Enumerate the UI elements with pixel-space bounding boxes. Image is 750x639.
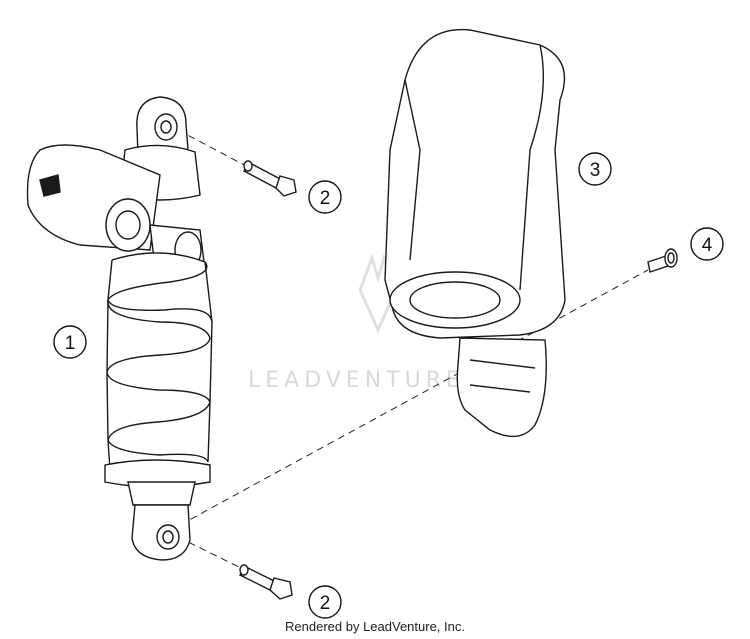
- callout-2-top-label: 2: [320, 188, 331, 209]
- coil-spring: [106, 252, 213, 471]
- callout-1-label: 1: [65, 333, 76, 354]
- screw-top[interactable]: [243, 160, 297, 197]
- mud-flap[interactable]: [384, 28, 566, 438]
- callout-2-top[interactable]: 2: [308, 180, 342, 214]
- mud-flap-inner: [404, 44, 545, 291]
- alignment-line-top-screw: [177, 129, 251, 169]
- shock-absorber[interactable]: [26, 96, 213, 561]
- callout-2-bottom-label: 2: [320, 593, 331, 614]
- callout-4-label: 4: [702, 235, 713, 256]
- callout-3[interactable]: 3: [578, 152, 612, 186]
- watermark-text: LEADVENTURE: [248, 368, 465, 393]
- footer-credit: Rendered by LeadVenture, Inc.: [285, 619, 465, 634]
- callout-2-bottom[interactable]: 2: [308, 585, 342, 619]
- alignment-line-bolt: [179, 269, 649, 526]
- bolt[interactable]: [647, 248, 678, 273]
- callout-1[interactable]: 1: [53, 325, 87, 359]
- mud-flap-back: [384, 28, 566, 339]
- shock-lower-body: [127, 481, 196, 506]
- watermark: LEADVENTURE: [248, 253, 465, 393]
- callout-4[interactable]: 4: [690, 227, 724, 261]
- callout-3-label: 3: [590, 160, 601, 181]
- mud-flap-lower: [456, 337, 547, 438]
- shock-reservoir-logo: [39, 174, 61, 197]
- screw-bottom[interactable]: [239, 564, 293, 600]
